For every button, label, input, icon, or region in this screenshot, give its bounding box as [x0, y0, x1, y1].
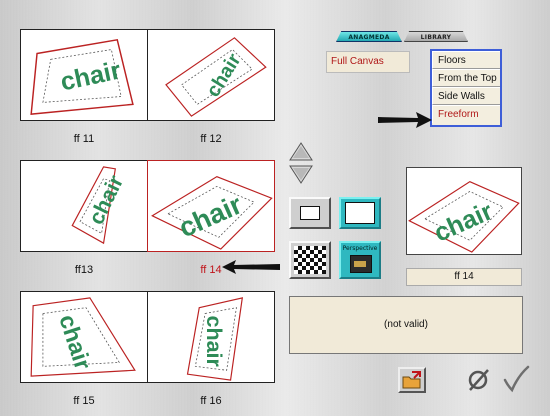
thumbnail-ff11[interactable]: chair: [20, 29, 148, 121]
thumbnail-label: ff 12: [200, 133, 222, 145]
thumbnail-label: ff 11: [73, 133, 95, 145]
mode-list: Floors From the Top Side Walls Freeform: [430, 49, 502, 127]
pointer-arrow-icon: [222, 260, 280, 274]
thumbnail-ff14-image: chair: [151, 175, 273, 250]
thumbnail-ff15[interactable]: chair: [20, 291, 148, 383]
canvas-option[interactable]: Full Canvas: [326, 51, 410, 73]
checker-icon: [294, 246, 326, 274]
mode-item-side-walls[interactable]: Side Walls: [432, 87, 500, 105]
arrow-up-icon[interactable]: [289, 142, 313, 162]
chair-word: chair: [202, 315, 226, 367]
checker-button[interactable]: [289, 241, 331, 279]
frame-large-icon: [345, 202, 375, 224]
perspective-label: Perspective: [342, 245, 378, 252]
mode-item-floors[interactable]: Floors: [432, 51, 500, 69]
thumbnail-ff12-image: chair: [165, 37, 267, 117]
folder-export-button[interactable]: [398, 367, 426, 393]
pointer-arrow-icon: [378, 112, 432, 128]
preview-panel: chair: [406, 167, 522, 255]
thumbnail-ff11-image: chair: [30, 38, 134, 115]
thumbnail-ff16[interactable]: chair: [147, 291, 275, 383]
cancel-icon[interactable]: [466, 366, 492, 392]
thumbnail-ff14[interactable]: chair: [147, 160, 275, 252]
thumbnail-ff16-image: chair: [186, 297, 244, 381]
frame-small-button[interactable]: [289, 197, 331, 229]
arrow-down-icon[interactable]: [289, 165, 313, 185]
status-box: (not valid): [289, 296, 523, 354]
perspective-icon: [350, 255, 372, 273]
folder-export-icon: [402, 371, 421, 389]
tab-library[interactable]: LIBRARY: [404, 31, 468, 42]
tab-anagmeda[interactable]: ANAGMEDA: [336, 31, 402, 42]
preview-label: ff 14: [406, 268, 522, 286]
preview-image: chair: [408, 181, 520, 253]
thumbnail-ff15-image: chair: [30, 297, 136, 377]
thumbnail-ff12[interactable]: chair: [147, 29, 275, 121]
mode-item-from-top[interactable]: From the Top: [432, 69, 500, 87]
mode-item-freeform[interactable]: Freeform: [432, 105, 500, 123]
thumbnail-label: ff 15: [73, 395, 95, 407]
thumbnail-label: ff13: [74, 264, 94, 276]
frame-large-button[interactable]: [339, 197, 381, 229]
frame-small-icon: [300, 206, 320, 220]
perspective-button[interactable]: Perspective: [339, 241, 381, 279]
checkmark-icon[interactable]: [502, 364, 530, 394]
thumbnail-ff13-image: chair: [71, 166, 128, 245]
thumbnail-ff13[interactable]: chair: [20, 160, 148, 252]
thumbnail-label-selected: ff 14: [200, 264, 222, 276]
thumbnail-label: ff 16: [200, 395, 222, 407]
